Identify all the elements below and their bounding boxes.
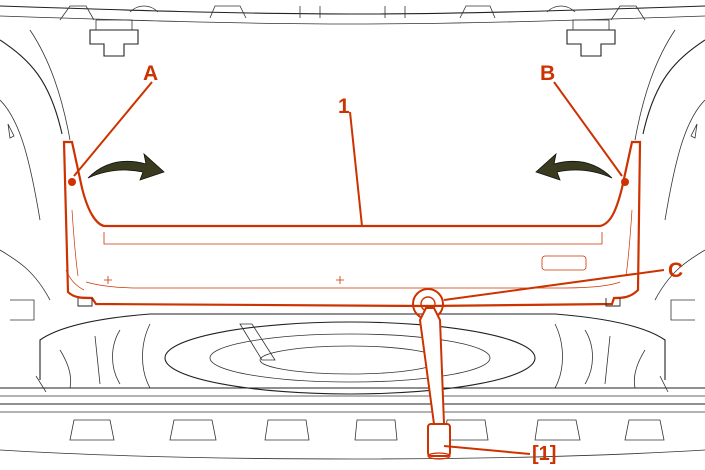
trunk-body-outline xyxy=(0,5,705,460)
rotate-arrow-left xyxy=(87,152,165,181)
trim-removal-tool xyxy=(418,307,451,460)
trunk-trim-panel xyxy=(62,140,642,308)
fastener-a xyxy=(68,178,76,186)
callout-c: C xyxy=(668,259,683,282)
fastener-b xyxy=(621,178,629,186)
callout-b: B xyxy=(540,62,555,85)
callout-tool: [1] xyxy=(532,443,556,465)
rotate-arrow-right xyxy=(535,152,613,181)
callout-panel: 1 xyxy=(338,95,350,118)
callout-a: A xyxy=(143,62,158,85)
leader-lines xyxy=(73,81,665,455)
